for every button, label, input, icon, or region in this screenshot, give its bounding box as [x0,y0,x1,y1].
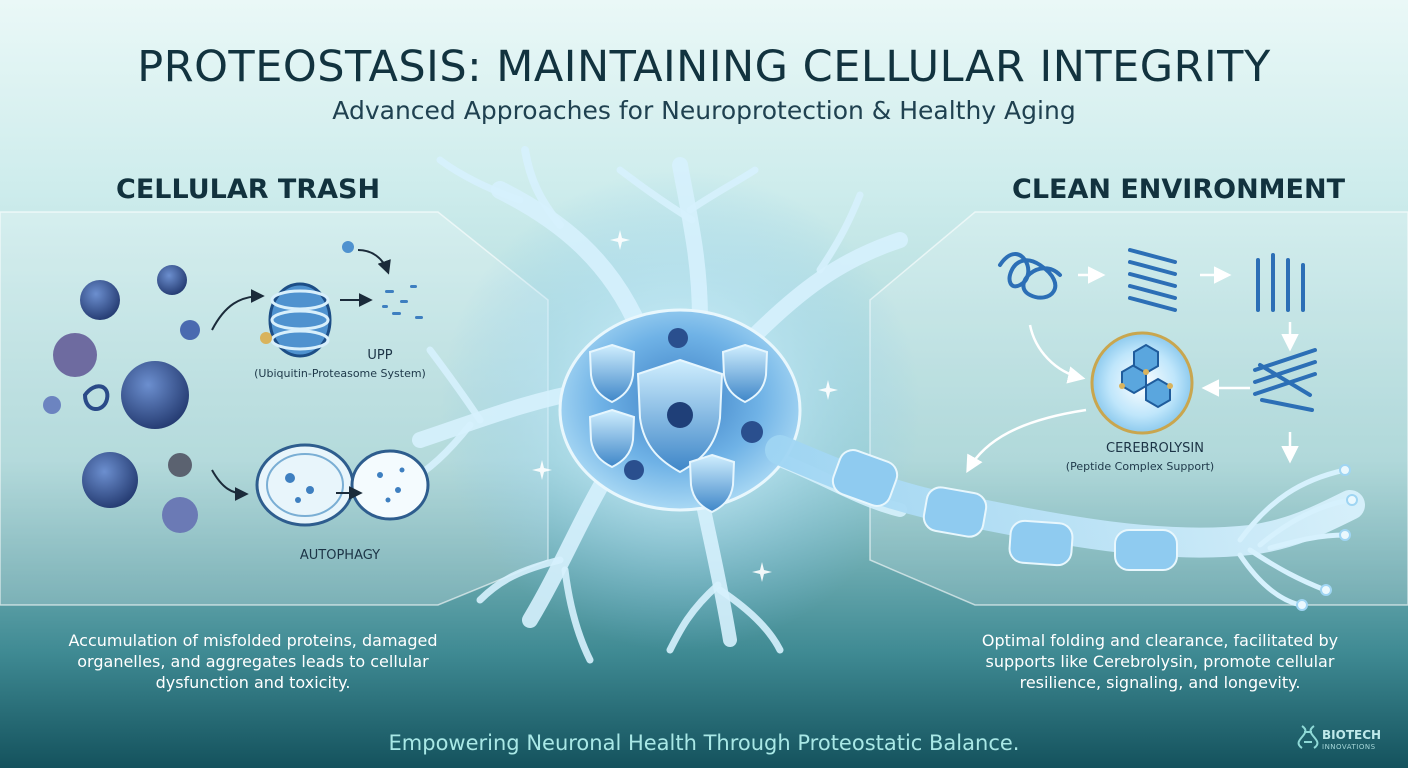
soma-aggregates [624,328,763,480]
cellular-trash-heading: CELLULAR TRASH [116,174,381,205]
helix-protein-icon [1128,248,1177,312]
upp-label: UPP [367,348,393,363]
amyloid-fibril-icon [1253,348,1317,412]
cellular-trash-description: Accumulation of misfolded proteins, dama… [68,631,438,692]
autophagy-label: AUTOPHAGY [299,548,381,563]
autophagy-illustration [255,443,430,527]
unfolded-protein-icon [998,252,1062,300]
proteasome-illustration [260,241,423,358]
brand-name: BIOTECH [1322,728,1382,742]
shield-icon [588,343,636,404]
beta-sheet-protein-icon [1256,253,1305,312]
cerebrolysin-molecule [1090,331,1194,435]
clean-environment-description: Optimal folding and clearance, facilitat… [981,631,1339,692]
upp-sublabel: (Ubiquitin-Proteasome System) [254,367,426,380]
dna-icon [1297,725,1319,749]
protein-folding-sequence [998,248,1317,412]
brand-subname: INNOVATIONS [1322,743,1376,751]
shield-icon [721,343,769,404]
cerebrolysin-label: CEREBROLYSIN [1106,441,1204,456]
sparkles [532,230,838,582]
footer-tagline: Empowering Neuronal Health Through Prote… [388,731,1020,755]
shield-icon [588,408,636,469]
shield-icon [688,453,736,514]
axon-terminals [1237,467,1353,608]
clean-environment-heading: CLEAN ENVIRONMENT [1012,174,1346,205]
neuron [406,146,1365,664]
page-title: PROTEOSTASIS: MAINTAINING CELLULAR INTEG… [137,42,1271,92]
left-arrows [211,249,391,501]
page-subtitle: Advanced Approaches for Neuroprotection … [332,96,1076,125]
cellular-debris-cluster [43,265,200,533]
cerebrolysin-sublabel: (Peptide Complex Support) [1065,460,1215,473]
myelin-segments [831,449,1178,571]
terminal-boutons [1296,464,1358,611]
right-arrows [966,266,1299,474]
